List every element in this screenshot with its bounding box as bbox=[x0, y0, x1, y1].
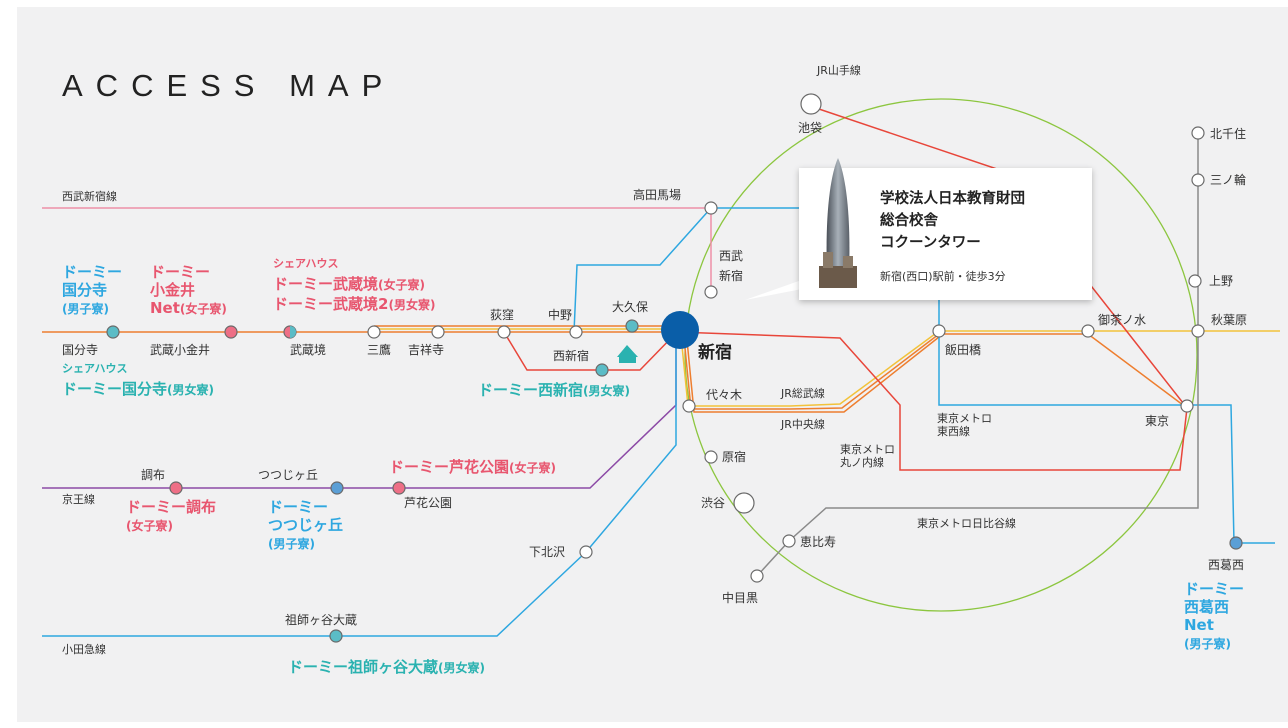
station-roka-marker bbox=[392, 481, 406, 495]
station-okubo-marker bbox=[625, 319, 639, 333]
dorm-roka[interactable]: ドーミー芦花公園(女子寮) bbox=[389, 458, 556, 476]
station-nakano-marker bbox=[569, 325, 583, 339]
label-nakano: 中野 bbox=[548, 308, 573, 322]
station-akihabara-marker bbox=[1191, 324, 1205, 338]
station-tsutsujigaoka-marker bbox=[330, 481, 344, 495]
label-roka: 芦花公園 bbox=[404, 496, 453, 510]
station-ikebukuro-marker bbox=[800, 93, 822, 115]
label-nishikasai: 西葛西 bbox=[1208, 558, 1245, 572]
label-tsutsujigaoka: つつじヶ丘 bbox=[258, 468, 319, 482]
label-kichijoji: 吉祥寺 bbox=[408, 343, 445, 357]
dorm-musashisakai[interactable]: ドーミー武蔵境(女子寮) bbox=[273, 275, 425, 293]
label-shinjuku: 新宿 bbox=[698, 343, 732, 363]
label-ebisu: 恵比寿 bbox=[800, 535, 837, 549]
station-kokubunji-marker bbox=[106, 325, 120, 339]
line-label-hibiya: 東京メトロ日比谷線 bbox=[917, 517, 1016, 530]
label-ueno: 上野 bbox=[1209, 274, 1234, 288]
label-ikebukuro: 池袋 bbox=[798, 121, 823, 135]
label-musashisakai: 武蔵境 bbox=[290, 343, 327, 357]
map-panel bbox=[17, 7, 1288, 722]
station-yoyogi-marker bbox=[682, 399, 696, 413]
label-takadanobaba: 高田馬場 bbox=[633, 188, 682, 202]
station-nakameguro-marker bbox=[750, 569, 764, 583]
station-ueno-marker bbox=[1188, 274, 1202, 288]
line-label-seibu: 西武新宿線 bbox=[62, 190, 117, 203]
station-iidabashi-marker bbox=[932, 324, 946, 338]
station-takadanobaba-marker bbox=[704, 201, 718, 215]
label-kitasenju: 北千住 bbox=[1210, 127, 1247, 141]
cocoon-tower-image bbox=[819, 158, 857, 288]
dorm-nishikasai[interactable]: ドーミー 西葛西 Net(男子寮) bbox=[1184, 580, 1245, 651]
dorm-kokubunji[interactable]: ドーミー 国分寺(男子寮) bbox=[62, 263, 123, 316]
label-yoyogi: 代々木 bbox=[706, 388, 743, 402]
dorm-koganei[interactable]: ドーミー 小金井 Net(女子寮) bbox=[150, 263, 227, 317]
hibiya-line bbox=[756, 134, 1199, 577]
label-akihabara: 秋葉原 bbox=[1211, 313, 1248, 327]
station-chofu-marker bbox=[169, 481, 183, 495]
label-iidabashi: 飯田橋 bbox=[945, 343, 982, 357]
station-shimokitazawa-marker bbox=[579, 545, 593, 559]
chuo-line-east bbox=[683, 333, 1188, 410]
page-title: ACCESS MAP bbox=[62, 68, 396, 103]
label-kokubunji: 国分寺 bbox=[62, 343, 99, 357]
school-access: 新宿(西口)駅前・徒歩3分 bbox=[880, 270, 1006, 283]
label-chofu: 調布 bbox=[141, 468, 166, 482]
station-ogikubo-marker bbox=[497, 325, 511, 339]
line-label-keio: 京王線 bbox=[62, 493, 95, 506]
line-label-tozai: 東京メトロ 東西線 bbox=[937, 412, 992, 439]
station-musashikoganei-marker bbox=[224, 325, 238, 339]
station-harajuku-marker bbox=[704, 450, 718, 464]
label-seibu-shinjuku: 西武 新宿 bbox=[719, 249, 744, 283]
dorm-musashisakai-category: シェアハウス bbox=[273, 257, 339, 270]
station-kitasenju-marker bbox=[1191, 126, 1205, 140]
station-seibu-shinjuku-marker bbox=[704, 285, 718, 299]
label-nakameguro: 中目黒 bbox=[722, 591, 759, 605]
label-harajuku: 原宿 bbox=[722, 450, 747, 464]
dorm-musashisakai2[interactable]: ドーミー武蔵境2(男女寮) bbox=[273, 295, 436, 313]
line-label-chuo: JR中央線 bbox=[781, 418, 825, 431]
label-minowa: 三ノ輪 bbox=[1210, 173, 1247, 187]
station-mitaka-marker bbox=[367, 325, 381, 339]
line-label-sobu: JR総武線 bbox=[781, 387, 825, 400]
label-okubo: 大久保 bbox=[612, 300, 649, 314]
label-musashikoganei: 武蔵小金井 bbox=[150, 343, 211, 357]
station-nishikasai-marker bbox=[1229, 536, 1243, 550]
dorm-nishishinjuku[interactable]: ドーミー西新宿(男女寮) bbox=[478, 381, 630, 399]
label-shibuya: 渋谷 bbox=[701, 496, 726, 510]
school-callout: 学校法人日本教育財団 総合校舎 コクーンタワー 新宿(西口)駅前・徒歩3分 bbox=[799, 158, 1092, 300]
station-ebisu-marker bbox=[782, 534, 796, 548]
school-house-icon bbox=[617, 345, 638, 363]
chuo-line-east2 bbox=[686, 336, 940, 413]
station-shibuya-marker bbox=[733, 492, 755, 514]
station-nishishinjuku-marker bbox=[595, 363, 609, 377]
label-ogikubo: 荻窪 bbox=[490, 308, 515, 322]
dorm-soshigaya[interactable]: ドーミー祖師ヶ谷大蔵(男女寮) bbox=[288, 658, 485, 676]
station-shinjuku-marker bbox=[661, 311, 699, 349]
line-label-yamanote: JR山手線 bbox=[817, 64, 861, 77]
station-musashisakai-marker-half bbox=[290, 326, 296, 338]
label-ochanomizu: 御茶ノ水 bbox=[1098, 313, 1147, 327]
label-soshigaya: 祖師ヶ谷大蔵 bbox=[285, 613, 358, 627]
station-ochanomizu-marker bbox=[1081, 324, 1095, 338]
line-label-odakyu: 小田急線 bbox=[62, 643, 106, 656]
station-soshigaya-marker bbox=[329, 629, 343, 643]
label-nishishinjuku: 西新宿 bbox=[553, 349, 590, 363]
line-label-marunouchi: 東京メトロ 丸ノ内線 bbox=[840, 443, 895, 470]
station-tokyo-marker bbox=[1180, 399, 1194, 413]
station-kichijoji-marker bbox=[431, 325, 445, 339]
station-minowa-marker bbox=[1191, 173, 1205, 187]
dorm-kokubunji-share[interactable]: ドーミー国分寺(男女寮) bbox=[62, 380, 214, 398]
dorm-chofu[interactable]: ドーミー調布(女子寮) bbox=[126, 498, 217, 533]
label-mitaka: 三鷹 bbox=[367, 343, 392, 357]
dorm-kokubunji-share-category: シェアハウス bbox=[62, 362, 128, 375]
keio-line bbox=[42, 346, 677, 489]
dorm-tsutsujigaoka[interactable]: ドーミー つつじヶ丘(男子寮) bbox=[268, 498, 344, 551]
school-name: 学校法人日本教育財団 総合校舎 コクーンタワー bbox=[880, 191, 1025, 251]
label-tokyo: 東京 bbox=[1145, 414, 1170, 428]
label-shimokitazawa: 下北沢 bbox=[529, 545, 566, 559]
